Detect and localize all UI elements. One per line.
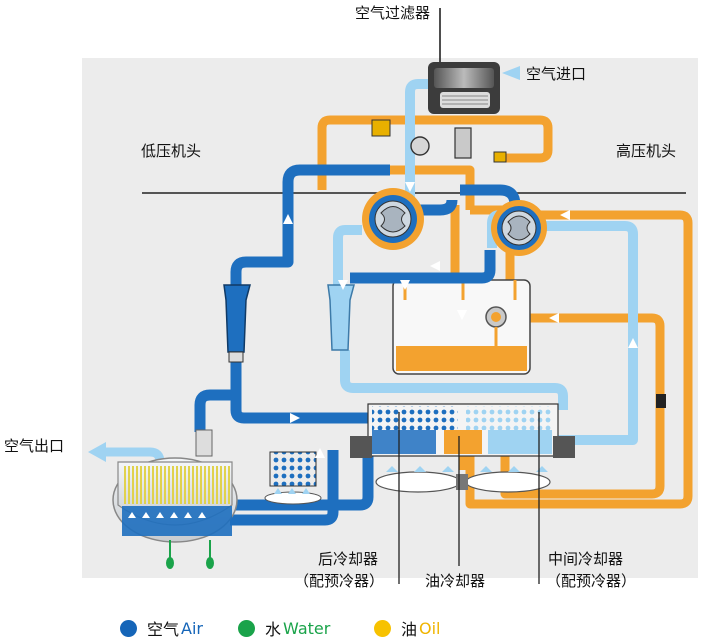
high-pressure-compressor-icon: [491, 200, 547, 256]
air-outlet-label: 空气出口: [4, 437, 65, 455]
air-legend-cn: 空气: [147, 620, 180, 639]
oil-legend-en: Oil: [419, 618, 441, 638]
air-inlet-arrow-icon: [502, 66, 520, 80]
moisture-separator-dark-icon: [223, 284, 251, 363]
intercooler-sublabel: （配预冷器）: [546, 572, 637, 590]
intercooler-block: [466, 406, 552, 430]
legend-air: 空气 Air: [120, 617, 203, 639]
oil-tank: [392, 279, 531, 375]
air-filter-icon: [428, 8, 500, 114]
oil-legend-dot: [374, 619, 391, 637]
aftercooler-sublabel: （配预冷器）: [294, 572, 385, 590]
air-legend-en: Air: [181, 618, 203, 638]
legend-water: 水 Water: [238, 617, 330, 639]
separator-tank-icon: [112, 429, 238, 569]
air-filter-label: 空气过滤器: [355, 4, 431, 22]
precooler-fan-icon: [264, 451, 322, 505]
water-legend-en: Water: [283, 618, 331, 638]
air-dark-circuit: [194, 164, 521, 526]
water-legend-dot: [238, 619, 255, 637]
air-inlet-label: 空气进口: [526, 65, 587, 83]
aftercooler-label: 后冷却器: [318, 550, 379, 568]
aftercooler-block: [372, 406, 458, 430]
high-pressure-head-label: 高压机头: [616, 142, 677, 160]
leader-lines: [398, 412, 540, 584]
oil-cooler-label: 油冷却器: [425, 572, 486, 590]
check-valve-icon: [656, 394, 666, 408]
flow-arrows: [283, 182, 638, 458]
low-pressure-compressor-icon: [362, 188, 424, 250]
legend-oil: 油 Oil: [374, 617, 441, 639]
air-legend-dot: [120, 619, 137, 637]
oil-legend-cn: 油: [401, 620, 418, 639]
cooler-bank: [350, 403, 575, 458]
moisture-separator-light-icon: [327, 284, 355, 351]
intercooler-label: 中间冷却器: [548, 550, 624, 568]
water-legend-cn: 水: [265, 620, 282, 639]
cooling-fan-icon: [375, 466, 551, 493]
oil-cooler-block: [444, 430, 482, 454]
intake-valve-icon: [371, 119, 507, 163]
low-pressure-head-label: 低压机头: [141, 142, 202, 160]
